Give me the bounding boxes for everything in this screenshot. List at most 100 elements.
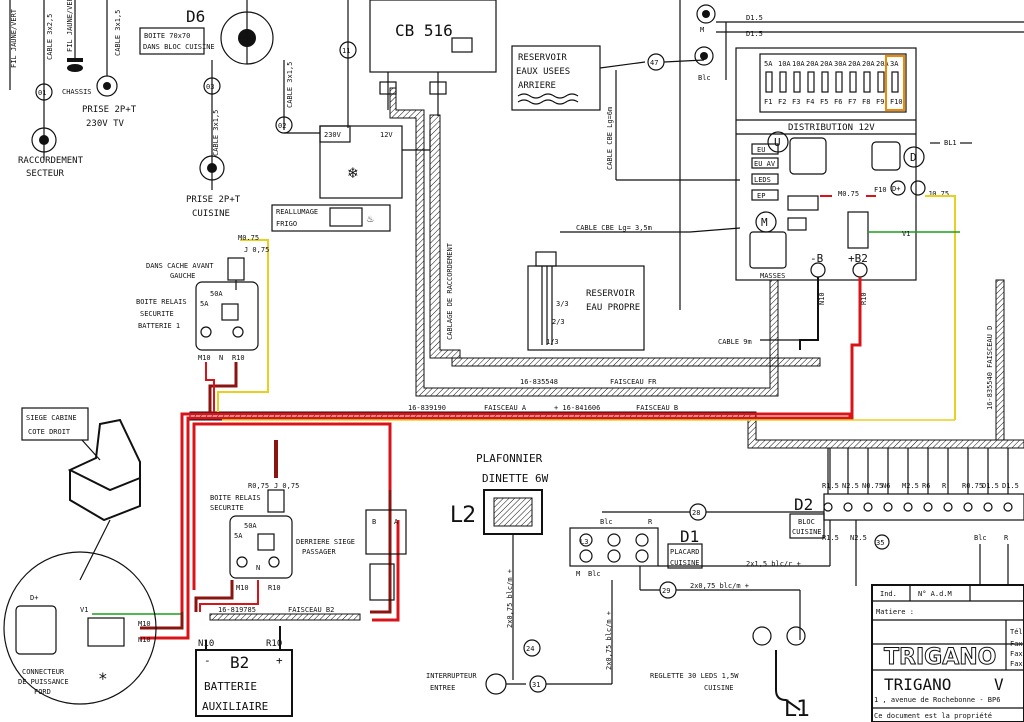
d2-terminal-6 <box>923 502 933 512</box>
placard-label: PLACARD <box>670 548 700 556</box>
faisceau-b-label: FAISCEAU B <box>636 404 678 412</box>
reallumage-box <box>271 204 391 232</box>
fuse-name-9: F9 <box>876 98 884 106</box>
wire-2x075-label: 2x0,75 blc/m + <box>690 582 749 590</box>
d2-wire-label-7: R <box>942 482 947 490</box>
relais2-label: BOITE RELAIS <box>210 494 261 502</box>
reservoir-propre-label2: EAU PROPRE <box>586 303 640 313</box>
r075-label: R0,75 <box>248 482 269 490</box>
n-1: N <box>219 354 223 362</box>
d1-label: D1 <box>680 527 699 546</box>
d2-wire-label-9: D1.5 <box>982 482 999 490</box>
m10-2: M10 <box>236 584 249 592</box>
d2-wire-label-4: N6 <box>882 482 890 490</box>
batterie-auxiliaire: N10 R10 - + B2 BATTERIE AUXILIAIRE <box>195 626 293 717</box>
dinette-label: DINETTE 6W <box>482 472 549 485</box>
bloc-cuisine-label: BLOC <box>798 518 815 526</box>
d6-section: BOITE 70x70 DANS BLOC CUISINE D6 03 CABL… <box>139 0 357 219</box>
n25-bottom: N2.5 <box>850 534 867 542</box>
relais1-plug <box>227 257 245 281</box>
ford-plug <box>87 617 125 647</box>
frigo-box <box>319 125 403 199</box>
cablage-band: CABLAGE DE RACCORDEMENT <box>429 114 821 367</box>
cable-3x25-label: CABLE 3x2,5 <box>46 14 54 60</box>
raccordement-label: RACCORDEMENT <box>18 156 84 166</box>
a-label: A <box>394 518 399 526</box>
leds-label: LEDS <box>754 176 771 184</box>
top-left-section: FIL JAUNE/VERT CABLE 3x2,5 01 RACCORDEME… <box>9 0 137 179</box>
batterie-label: BATTERIE <box>204 680 257 693</box>
cable-cbe6-label: CABLE CBE Lg=6m <box>606 107 614 170</box>
battery-box <box>195 649 293 717</box>
distribution-box <box>735 47 917 281</box>
relais1-label2: SECURITE <box>140 310 174 318</box>
blc-d2: Blc <box>974 534 987 542</box>
relais-batterie1: DANS CACHE AVANT GAUCHE M0.75 J 0,75 BOI… <box>136 234 269 362</box>
m10-connector: M10 <box>138 620 151 628</box>
d2-terminal-10 <box>1003 502 1013 512</box>
ab-plug <box>369 563 395 601</box>
fuse-2 <box>779 71 787 93</box>
m075-dist: M0.75 <box>838 190 859 198</box>
ab-connector <box>365 509 407 555</box>
j075-top: J 0,75 <box>244 246 269 254</box>
eu-box <box>751 143 779 155</box>
minus-label: - <box>204 654 211 667</box>
relais-passager: R0,75 J 0,75 BOITE RELAIS SECURITE 50A 5… <box>210 482 407 601</box>
j075-dist: J0.75 <box>928 190 949 198</box>
number-28: 28 <box>692 509 700 517</box>
dplus-label: D+ <box>892 185 900 193</box>
fuse-rating-7: 20A <box>848 60 861 68</box>
derriere-label2: PASSAGER <box>302 548 337 556</box>
cable-3x15-a-label: CABLE 3x1,5 <box>114 10 122 56</box>
reglette-icon <box>775 650 801 711</box>
d2-terminal-8 <box>963 502 973 512</box>
d15-top: D1.5 <box>746 14 763 22</box>
reservoir-propre-label: RESERVOIR <box>586 289 635 299</box>
number-24: 24 <box>526 645 534 653</box>
blc-d1b: Blc <box>588 570 601 578</box>
b2-label: B2 <box>230 653 249 672</box>
asterisk-label: * <box>98 669 108 688</box>
connecteur-label2: DE PUISSANCE <box>18 678 69 686</box>
faisceau-fr-code: 16-835548 <box>520 378 558 386</box>
fuse-name-3: F3 <box>792 98 800 106</box>
fuse-name-6: F6 <box>834 98 842 106</box>
v12-label: 12V <box>380 131 393 139</box>
r10-dist: R10 <box>860 292 868 305</box>
connector-35 <box>874 534 890 550</box>
prise-tv-label: PRISE 2P+T <box>82 105 137 115</box>
cb516-plug-right <box>429 81 447 95</box>
fuse-5 <box>821 71 829 93</box>
fuse-rating-8: 20A <box>862 60 875 68</box>
m075-top: M0.75 <box>238 234 259 242</box>
address-label: 1 , avenue de Rochebonne - BP6 <box>874 696 1000 704</box>
n-2: N <box>256 564 260 572</box>
fuse-rating-2: 10A <box>778 60 791 68</box>
fuse-name-10: F10 <box>890 98 903 106</box>
reservoir-propre-box <box>527 265 645 351</box>
ind-label: Ind. <box>880 590 897 598</box>
number-11: 11 <box>342 47 350 55</box>
faisceau-b2-code: 16-819785 <box>218 606 256 614</box>
fuse-row: 5AF110AF210AF320AF420AF530AF620AF720AF82… <box>764 60 903 106</box>
b-label: B <box>372 518 376 526</box>
fuse-1 <box>765 71 773 93</box>
relais2-plug <box>267 489 285 513</box>
cb516-box <box>369 0 497 73</box>
chassis-bar <box>67 58 83 62</box>
dplus-connector <box>890 180 906 196</box>
r-d2: R <box>1004 534 1009 542</box>
cable-cbe35-label: CABLE CBE Lg= 3,5m <box>576 224 652 232</box>
connector-block-right <box>847 211 869 249</box>
reglette-label2: CUISINE <box>704 684 734 692</box>
chassis-icon <box>67 64 83 72</box>
matiere-label: Matiere : <box>876 608 914 616</box>
plug-center <box>39 135 49 145</box>
reservoir-usees-label: RESERVOIR <box>518 53 567 63</box>
distribution-label: DISTRIBUTION 12V <box>788 123 875 133</box>
reglette-label: REGLETTE 30 LEDS 1,5W <box>650 672 739 680</box>
boite-label: BOITE 70x70 <box>144 32 190 40</box>
d2-terminal-1 <box>823 502 833 512</box>
